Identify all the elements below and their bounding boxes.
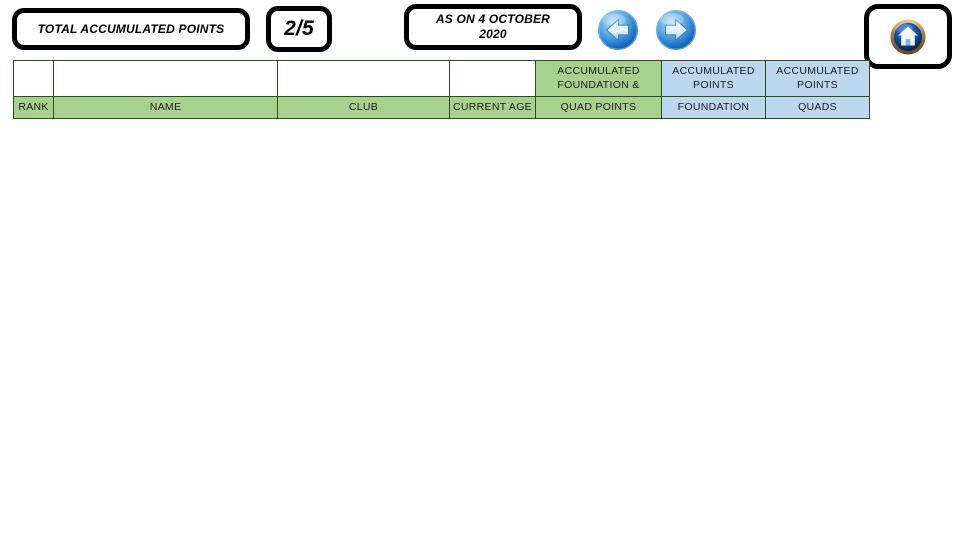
column-header-club: CLUB	[277, 96, 450, 119]
column-header-acc-pts-foundation-top: ACCUMULATED POINTS	[661, 60, 766, 97]
column-header-name: NAME	[53, 96, 278, 119]
as-on-date-line2: 2020	[479, 27, 507, 41]
header-line-1: ACCUMULATED	[557, 65, 640, 78]
as-on-date-box: AS ON 4 OCTOBER 2020	[404, 4, 582, 50]
column-header-acc-pts-foundation-bottom: FOUNDATION	[661, 96, 766, 119]
column-header-acc-pts-quads-top: ACCUMULATED POINTS	[765, 60, 870, 97]
column-header-current-age: CURRENT AGE	[449, 96, 536, 119]
column-header-acc-pts-quads-bottom: QUADS	[765, 96, 870, 119]
page-title-text: TOTAL ACCUMULATED POINTS	[37, 21, 225, 36]
header-line-1: ACCUMULATED	[672, 65, 755, 78]
header-line-2: POINTS	[693, 78, 734, 91]
header-line-2: FOUNDATION &	[557, 78, 640, 91]
spacer-cell-name	[53, 60, 278, 97]
left-arrow-icon[interactable]	[596, 8, 640, 52]
home-button[interactable]	[864, 4, 952, 69]
as-on-date-line1: AS ON 4 OCTOBER	[435, 12, 551, 26]
header-line-1: ACCUMULATED	[776, 65, 859, 78]
spacer-cell-current-age	[449, 60, 536, 97]
column-header-acc-found-quad-top: ACCUMULATED FOUNDATION &	[535, 60, 662, 97]
table-header-upper-row: ACCUMULATED FOUNDATION & ACCUMULATED POI…	[13, 60, 870, 97]
page-indicator: 2/5	[266, 6, 332, 52]
previous-slide-button[interactable]	[596, 8, 640, 52]
column-header-acc-found-quad-bottom: QUAD POINTS	[535, 96, 662, 119]
right-arrow-icon[interactable]	[654, 8, 698, 52]
points-table-header: ACCUMULATED FOUNDATION & ACCUMULATED POI…	[13, 60, 870, 119]
page-indicator-text: 2/5	[284, 16, 314, 40]
home-icon[interactable]	[885, 14, 931, 60]
spacer-cell-club	[277, 60, 450, 97]
spacer-cell-rank	[13, 60, 54, 97]
column-header-rank: RANK	[13, 96, 54, 119]
header-line-2: POINTS	[797, 78, 838, 91]
next-slide-button[interactable]	[654, 8, 698, 52]
page-title: TOTAL ACCUMULATED POINTS	[12, 8, 250, 50]
table-header-main-row: RANK NAME CLUB CURRENT AGE QUAD POINTS F…	[13, 96, 870, 119]
